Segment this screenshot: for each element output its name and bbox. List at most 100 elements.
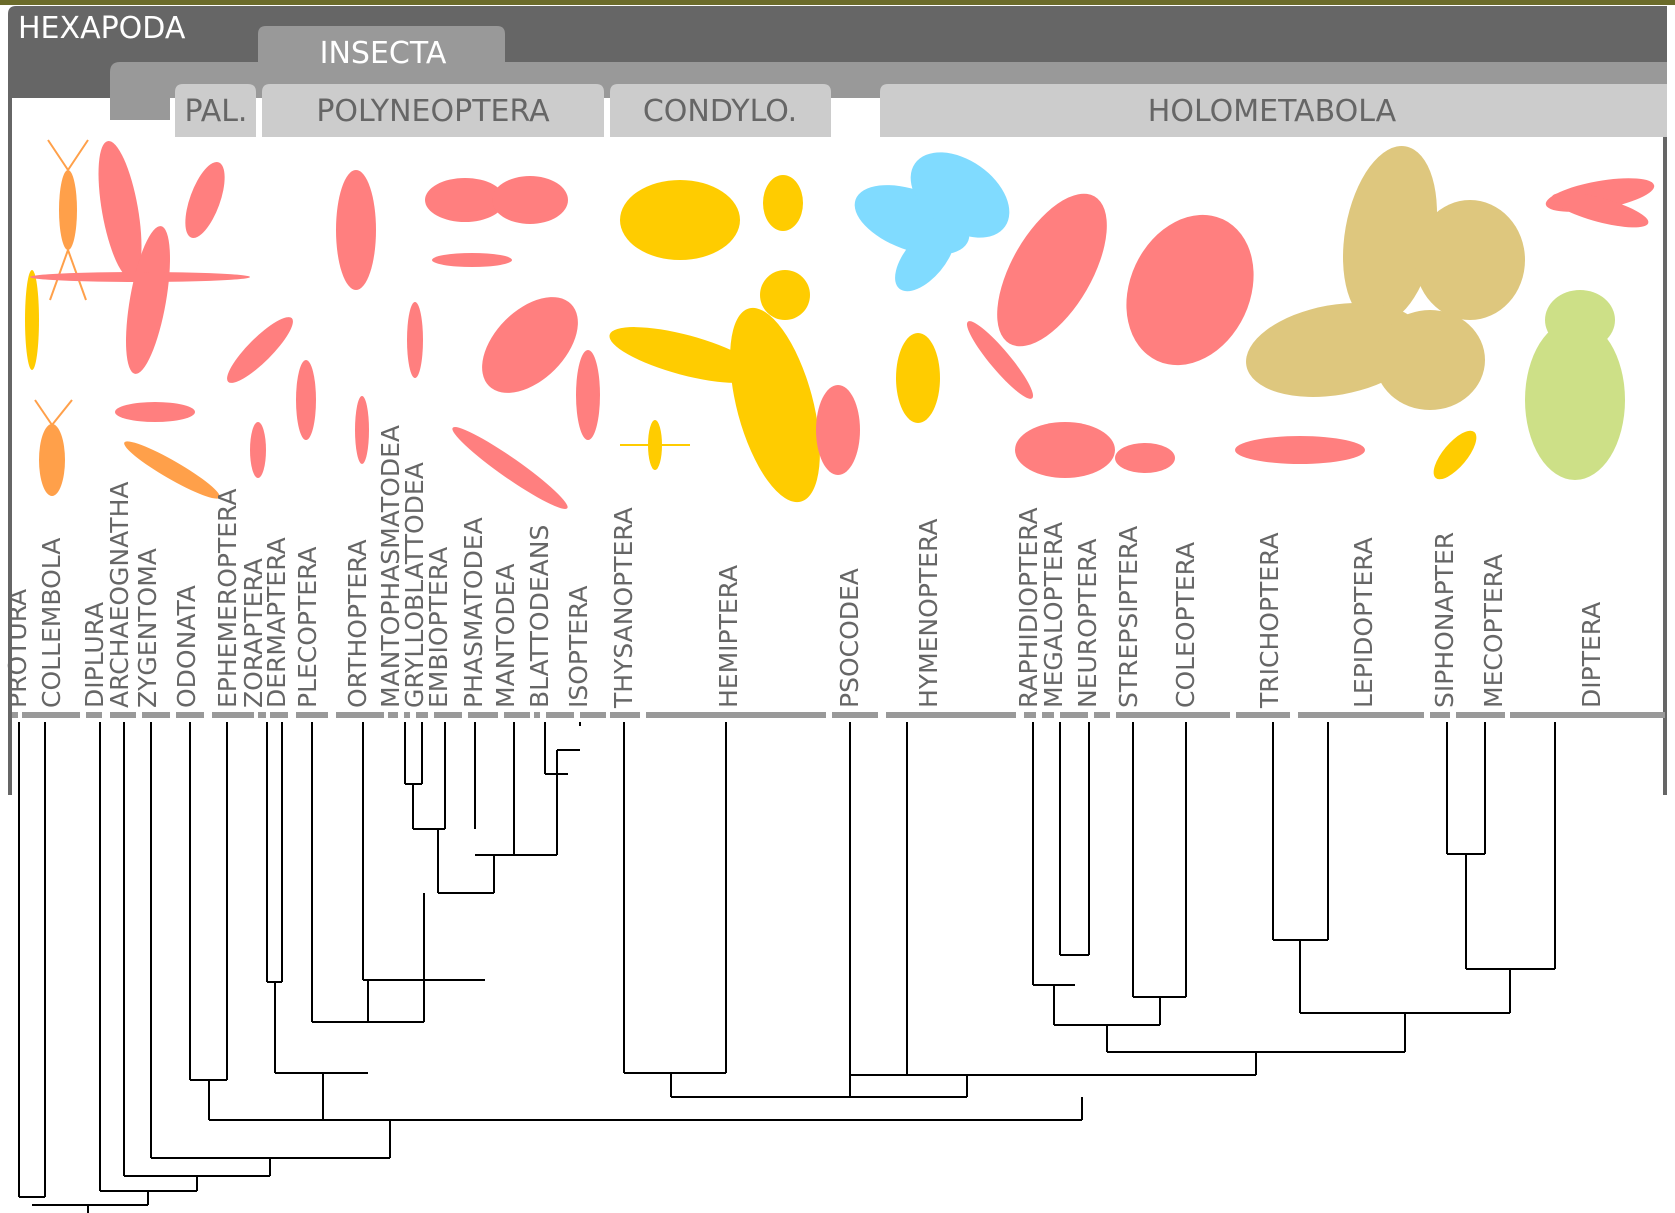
separator-segment [22, 712, 80, 718]
insect-silhouette [115, 402, 195, 422]
order-label-phasmatodea: PHASMATODEA [459, 517, 488, 708]
insect-silhouette [177, 157, 233, 242]
order-label-zygentoma: ZYGENTOMA [133, 548, 162, 708]
order-label-odonata: ODONATA [172, 585, 201, 708]
insect-silhouette [1235, 436, 1365, 464]
separator-segment [270, 712, 288, 718]
group-tabs: PAL. POLYNEOPTERA CONDYLO. HOLOMETABOLA [175, 84, 1667, 137]
insect-leg [35, 400, 52, 425]
insect-silhouette [464, 279, 596, 411]
separator-segment [646, 712, 826, 718]
separator-segment [404, 712, 410, 718]
insect-silhouette [220, 310, 301, 391]
tab-holometabola-label: HOLOMETABOLA [1148, 94, 1397, 129]
separator-segment [610, 712, 640, 718]
separator-segment [1298, 712, 1424, 718]
insect-silhouette [447, 420, 573, 517]
insect-silhouette [39, 424, 65, 496]
separator-segment [110, 712, 136, 718]
insect-silhouette [407, 302, 423, 378]
insect-leg [68, 140, 88, 170]
order-label-collembola: COLLEMBOLA [37, 538, 66, 708]
separator-segment [212, 712, 254, 718]
insect-leg [52, 400, 72, 425]
separator-segment [434, 712, 462, 718]
insect-silhouette [336, 170, 376, 290]
insect-leg [48, 140, 68, 170]
order-label-neuroptera: NEUROPTERA [1073, 539, 1102, 708]
insecta-label: INSECTA [320, 36, 447, 71]
order-label-plecoptera: PLECOPTERA [293, 546, 322, 708]
tab-polyneoptera-label: POLYNEOPTERA [316, 94, 550, 129]
insect-silhouette [355, 396, 369, 464]
separator-segment [142, 712, 170, 718]
insect-silhouette [296, 360, 316, 440]
separator-segment [504, 712, 530, 718]
order-label-megaloptera: MEGALOPTERA [1039, 522, 1068, 708]
order-label-lepidoptera: LEPIDOPTERA [1349, 537, 1378, 708]
order-label-diptera: DIPTERA [1577, 602, 1606, 708]
order-label-mantodea: MANTODEA [491, 564, 520, 708]
separator-segment [1430, 712, 1450, 718]
order-label-psocodea: PSOCODEA [835, 568, 864, 708]
separator-segment [886, 712, 1016, 718]
hexapoda-label: HEXAPODA [18, 11, 186, 46]
separator-segment [296, 712, 328, 718]
separator-segment [336, 712, 384, 718]
insect-silhouette [763, 175, 803, 231]
order-label-orthoptera: ORTHOPTERA [343, 539, 372, 708]
separator-segment [258, 712, 266, 718]
cladogram-tree [19, 722, 1555, 1213]
separator-segment [1042, 712, 1054, 718]
insect-silhouette [1525, 320, 1625, 480]
separator-segment [1456, 712, 1505, 718]
insect-silhouette [760, 270, 810, 320]
insect-silhouette [59, 170, 77, 250]
order-label-ephemeroptera: EPHEMEROPTERA [213, 489, 242, 708]
order-label-hemiptera: HEMIPTERA [714, 565, 743, 708]
insect-silhouette [120, 435, 224, 506]
separator-segment [1060, 712, 1088, 718]
insect-silhouette [1375, 310, 1485, 410]
insect-silhouette [1415, 200, 1525, 320]
order-label-protura: PROTURA [3, 589, 32, 708]
tab-condylo-label: CONDYLO. [643, 94, 797, 129]
insect-silhouette [432, 253, 512, 267]
separator-segment [546, 712, 574, 718]
separator-segment [468, 712, 498, 718]
separator-segment [534, 712, 540, 718]
insect-silhouette [896, 333, 940, 423]
order-label-strepsiptera: STREPSIPTERA [1114, 526, 1143, 708]
separator-segment [1510, 712, 1665, 718]
tab-pal-label: PAL. [185, 94, 248, 129]
separator-segment [176, 712, 204, 718]
separator-segment [86, 712, 102, 718]
order-label-siphonapter: SIPHONAPTER [1430, 532, 1459, 708]
insect-silhouette [712, 299, 837, 512]
insect-silhouettes [25, 135, 1657, 517]
separator-segment [832, 712, 878, 718]
separator-segment [1024, 712, 1036, 718]
insect-silhouette [250, 422, 266, 478]
separator-segment [416, 712, 428, 718]
insect-silhouette [1427, 424, 1484, 485]
insect-silhouette [492, 176, 568, 224]
insect-silhouette [25, 270, 39, 370]
separator-segment [1116, 712, 1230, 718]
separator-segment [12, 712, 18, 718]
insect-silhouette [816, 385, 860, 475]
order-label-isoptera: ISOPTERA [564, 585, 593, 708]
order-label-dermaptera: DERMAPTERA [262, 537, 291, 708]
separator-segment [388, 712, 398, 718]
insect-silhouette [620, 180, 740, 260]
order-label-trichoptera: TRICHOPTERA [1255, 532, 1284, 709]
order-label-blattodeans: BLATTODEANS [525, 525, 554, 708]
order-label-thysanoptera: THYSANOPTERA [609, 507, 638, 709]
insect-silhouette [1115, 443, 1175, 473]
separator-segment [1094, 712, 1110, 718]
insect-silhouette [576, 350, 600, 440]
insect-silhouette [1015, 422, 1115, 478]
order-separator-bar [12, 712, 1665, 718]
order-label-coleoptera: COLEOPTERA [1171, 542, 1200, 708]
